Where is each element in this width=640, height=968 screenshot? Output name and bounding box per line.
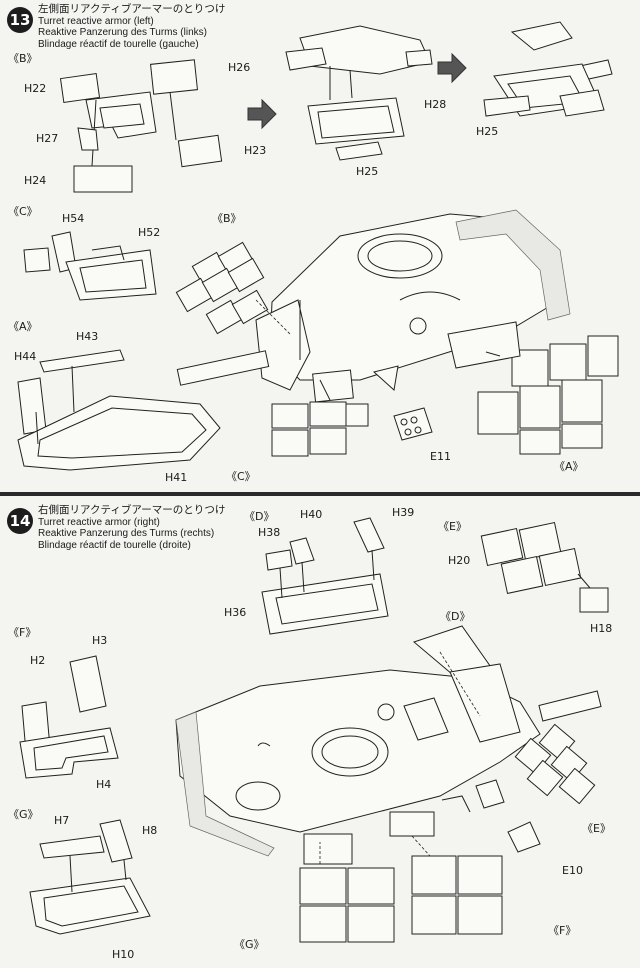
title-english: Turret reactive armor (right) <box>38 516 160 528</box>
part-label-h26: H26 <box>228 61 251 74</box>
title-english: Turret reactive armor (left) <box>38 15 154 27</box>
group-label-a-2: 《A》 <box>554 460 584 473</box>
title-german: Reaktive Panzerung des Turms (rechts) <box>38 528 215 539</box>
armor-blocks-f <box>389 811 503 935</box>
group-label-c: 《C》 <box>8 205 38 218</box>
armor-blocks-e <box>514 723 596 805</box>
group-label-e: 《E》 <box>438 520 467 533</box>
armor-blocks-a <box>447 321 619 455</box>
part-label-h25-right: H25 <box>476 125 499 138</box>
title-french: Blindage réactif de tourelle (gauche) <box>38 38 199 50</box>
group-label-b: 《B》 <box>8 52 38 65</box>
part-label-h2: H2 <box>30 654 46 667</box>
turret-right-view <box>175 669 602 857</box>
part-label-h28: H28 <box>424 98 447 111</box>
part-e11 <box>372 365 433 441</box>
middle-assembly-parts <box>285 25 433 161</box>
step-titles: 右側面リアクティブアーマーのとりつけ Turret reactive armor… <box>38 504 226 551</box>
subassembly-g-parts <box>29 819 151 935</box>
subassembly-f-parts <box>19 655 119 779</box>
armor-blocks-b <box>175 241 291 335</box>
part-label-h10: H10 <box>112 948 135 961</box>
part-label-h20: H20 <box>448 554 471 567</box>
group-label-g-2: 《G》 <box>234 938 265 951</box>
part-label-h39: H39 <box>392 506 415 519</box>
right-assembly-parts <box>483 21 613 117</box>
step-divider <box>0 492 640 496</box>
step-14-drawing <box>19 517 609 943</box>
arrow-icon-2 <box>437 52 467 84</box>
part-label-h22: H22 <box>24 82 47 95</box>
part-label-h41: H41 <box>165 471 188 484</box>
group-label-a: 《A》 <box>8 320 38 333</box>
step-number: 14 <box>7 508 33 534</box>
group-label-b-2: 《B》 <box>212 212 242 225</box>
subassembly-e-parts <box>480 521 609 613</box>
part-label-h3: H3 <box>92 634 108 647</box>
part-label-h8: H8 <box>142 824 158 837</box>
subassembly-d-parts <box>261 517 389 635</box>
part-label-h18: H18 <box>590 622 613 635</box>
part-label-h44: H44 <box>14 350 37 363</box>
group-label-f: 《F》 <box>8 626 37 639</box>
step-14: 14 右側面リアクティブアーマーのとりつけ Turret reactive ar… <box>0 496 640 968</box>
part-label-h27: H27 <box>36 132 59 145</box>
part-e10 <box>441 779 541 853</box>
subassembly-b-parts <box>59 59 223 193</box>
step-13: 13 左側面リアクティブアーマーのとりつけ Turret reactive ar… <box>7 3 619 484</box>
part-label-e11: E11 <box>430 450 451 463</box>
title-japanese: 左側面リアクティブアーマーのとりつけ <box>38 3 226 15</box>
group-label-d-2: 《D》 <box>440 610 471 623</box>
group-label-f-2: 《F》 <box>548 924 577 937</box>
part-label-h24: H24 <box>24 174 47 187</box>
armor-blocks-g <box>299 833 395 943</box>
part-label-h4: H4 <box>96 778 112 791</box>
group-label-c-2: 《C》 <box>226 470 256 483</box>
armor-blocks-c <box>271 369 369 457</box>
title-japanese: 右側面リアクティブアーマーのとりつけ <box>38 504 226 516</box>
group-label-e-2: 《E》 <box>582 822 611 835</box>
arrow-icon <box>247 98 277 130</box>
part-label-h23: H23 <box>244 144 267 157</box>
part-label-e10: E10 <box>562 864 583 877</box>
subassembly-a-parts <box>17 349 221 471</box>
group-label-d: 《D》 <box>244 510 275 523</box>
turret-left-view <box>176 209 571 391</box>
title-german: Reaktive Panzerung des Turms (links) <box>38 27 207 38</box>
part-label-h43: H43 <box>76 330 99 343</box>
part-label-h38: H38 <box>258 526 281 539</box>
step-13-drawing <box>17 21 619 471</box>
armor-blocks-d <box>412 625 521 743</box>
part-label-h7: H7 <box>54 814 70 827</box>
part-label-h25-left: H25 <box>356 165 379 178</box>
part-label-h36: H36 <box>224 606 247 619</box>
step-number: 13 <box>7 7 33 33</box>
part-label-h40: H40 <box>300 508 323 521</box>
group-label-g: 《G》 <box>8 808 39 821</box>
step-titles: 左側面リアクティブアーマーのとりつけ Turret reactive armor… <box>38 3 226 50</box>
part-label-h52: H52 <box>138 226 161 239</box>
title-french: Blindage réactif de tourelle (droite) <box>38 539 191 551</box>
part-label-h54: H54 <box>62 212 85 225</box>
subassembly-c-parts <box>23 231 157 301</box>
